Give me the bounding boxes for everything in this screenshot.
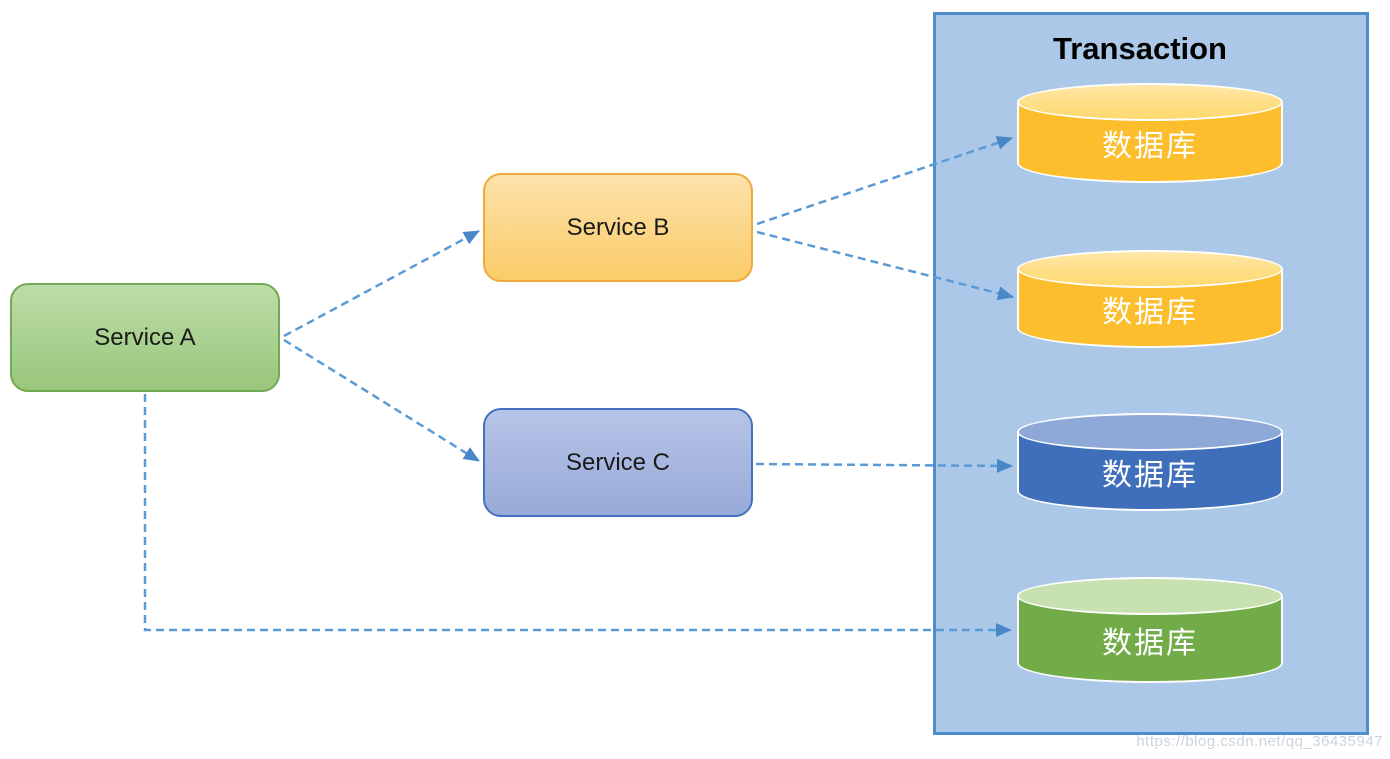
database-4-label: 数据库 bbox=[1102, 626, 1198, 660]
service-a-box: Service A bbox=[10, 283, 280, 392]
database-cylinder-top bbox=[1017, 250, 1283, 288]
service-b-label: Service B bbox=[566, 213, 670, 241]
database-1-cylinder: 数据库 bbox=[1017, 83, 1283, 183]
database-cylinder-top bbox=[1017, 577, 1283, 615]
arrow-service-a-to-service-c bbox=[283, 338, 480, 463]
database-cylinder-top bbox=[1017, 83, 1283, 121]
database-2-cylinder: 数据库 bbox=[1017, 250, 1283, 348]
service-a-label: Service A bbox=[94, 323, 196, 351]
service-c-box: Service C bbox=[483, 408, 753, 517]
database-2-label: 数据库 bbox=[1102, 295, 1198, 329]
service-b-box: Service B bbox=[483, 173, 753, 282]
watermark-url: https://blog.csdn.net/qq_36435947 bbox=[1136, 733, 1383, 750]
database-3-label: 数据库 bbox=[1102, 458, 1198, 492]
database-4-cylinder: 数据库 bbox=[1017, 577, 1283, 683]
database-3-cylinder: 数据库 bbox=[1017, 413, 1283, 511]
transaction-panel-title: Transaction bbox=[1053, 31, 1227, 66]
arrow-service-a-to-service-b bbox=[283, 229, 480, 338]
service-c-label: Service C bbox=[565, 448, 671, 476]
database-cylinder-top bbox=[1017, 413, 1283, 451]
database-1-label: 数据库 bbox=[1102, 129, 1198, 163]
